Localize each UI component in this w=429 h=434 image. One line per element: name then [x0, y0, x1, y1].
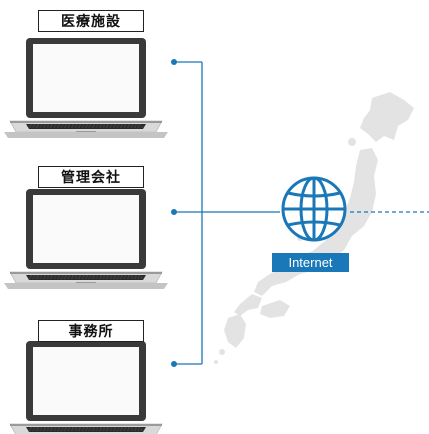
map-honshu-west — [234, 294, 262, 316]
map-island — [348, 138, 356, 146]
map-island — [219, 349, 225, 355]
map-kyushu — [224, 314, 246, 348]
connector-dot — [171, 209, 177, 215]
connection-lines — [174, 61, 429, 365]
node-label-management: 管理会社 — [38, 166, 144, 188]
node-label-medical: 医療施設 — [38, 10, 144, 32]
japan-map — [214, 92, 414, 364]
map-island — [214, 360, 218, 364]
internet-label: Internet — [272, 253, 349, 272]
connector-dot — [171, 361, 177, 367]
globe-icon — [281, 176, 347, 242]
laptop-management — [3, 188, 169, 290]
map-hokkaido — [360, 92, 414, 142]
node-label-office: 事務所 — [38, 320, 144, 342]
laptop-office — [3, 340, 169, 434]
laptop-medical — [3, 37, 169, 139]
connector-dot — [171, 59, 177, 65]
map-shikoku — [260, 300, 290, 318]
